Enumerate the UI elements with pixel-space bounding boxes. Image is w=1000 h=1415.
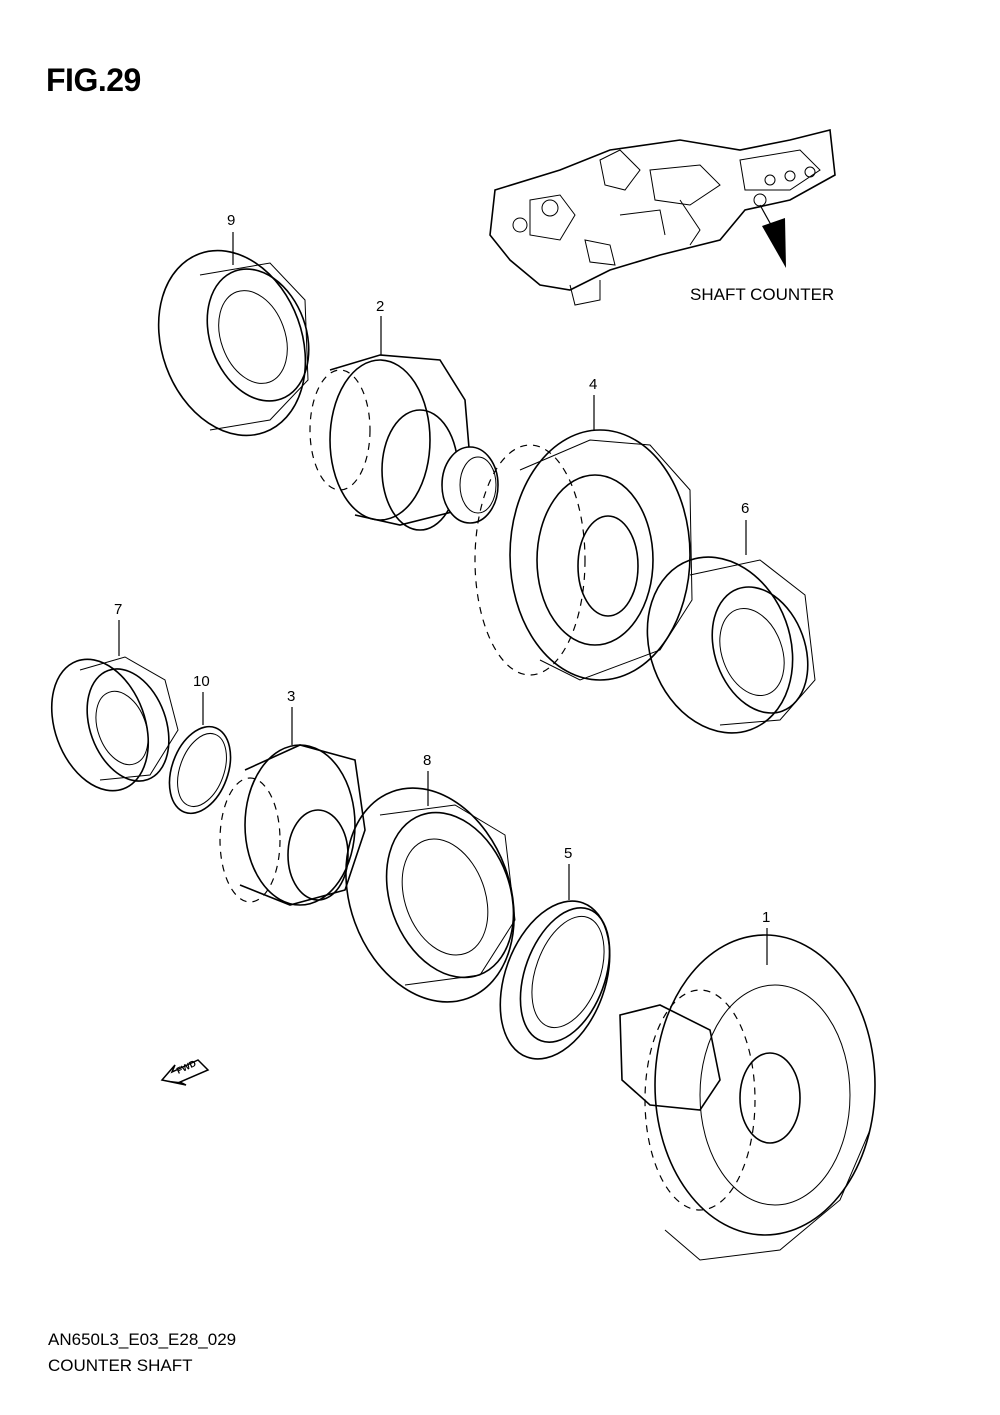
bearing-left-part-7 [50, 656, 179, 792]
callout-4: 4 [589, 376, 598, 393]
counter-gear-part-2 [309, 354, 499, 531]
shaft-driven-gear-part-1 [619, 934, 876, 1261]
callout-2: 2 [376, 298, 385, 315]
figure-name: COUNTER SHAFT [48, 1356, 193, 1375]
oil-seal-part-5 [499, 900, 611, 1060]
bearing-center-part-8 [345, 787, 516, 1003]
engine-inset-illustration [489, 129, 836, 306]
inset-pointer-arrow [759, 204, 786, 268]
figure-code: AN650L3_E03_E28_029 [48, 1330, 237, 1349]
fwd-direction-arrow [160, 1059, 210, 1086]
small-gear-part-3 [219, 744, 366, 906]
callout-7: 7 [114, 601, 123, 618]
inset-label: SHAFT COUNTER [690, 285, 835, 304]
callout-9: 9 [227, 212, 236, 229]
figure-title: FIG.29 [46, 62, 141, 98]
callout-leader-lines [118, 232, 768, 965]
bearing-top-part-9 [157, 249, 310, 437]
callout-6: 6 [741, 500, 750, 517]
callout-1: 1 [762, 909, 771, 926]
circlip-part-10 [168, 725, 232, 815]
callout-5: 5 [564, 845, 573, 862]
callout-3: 3 [287, 688, 296, 705]
bearing-right-part-6 [646, 556, 816, 734]
callout-8: 8 [423, 752, 432, 769]
large-gear-part-4 [474, 429, 693, 681]
callout-10: 10 [193, 673, 210, 690]
